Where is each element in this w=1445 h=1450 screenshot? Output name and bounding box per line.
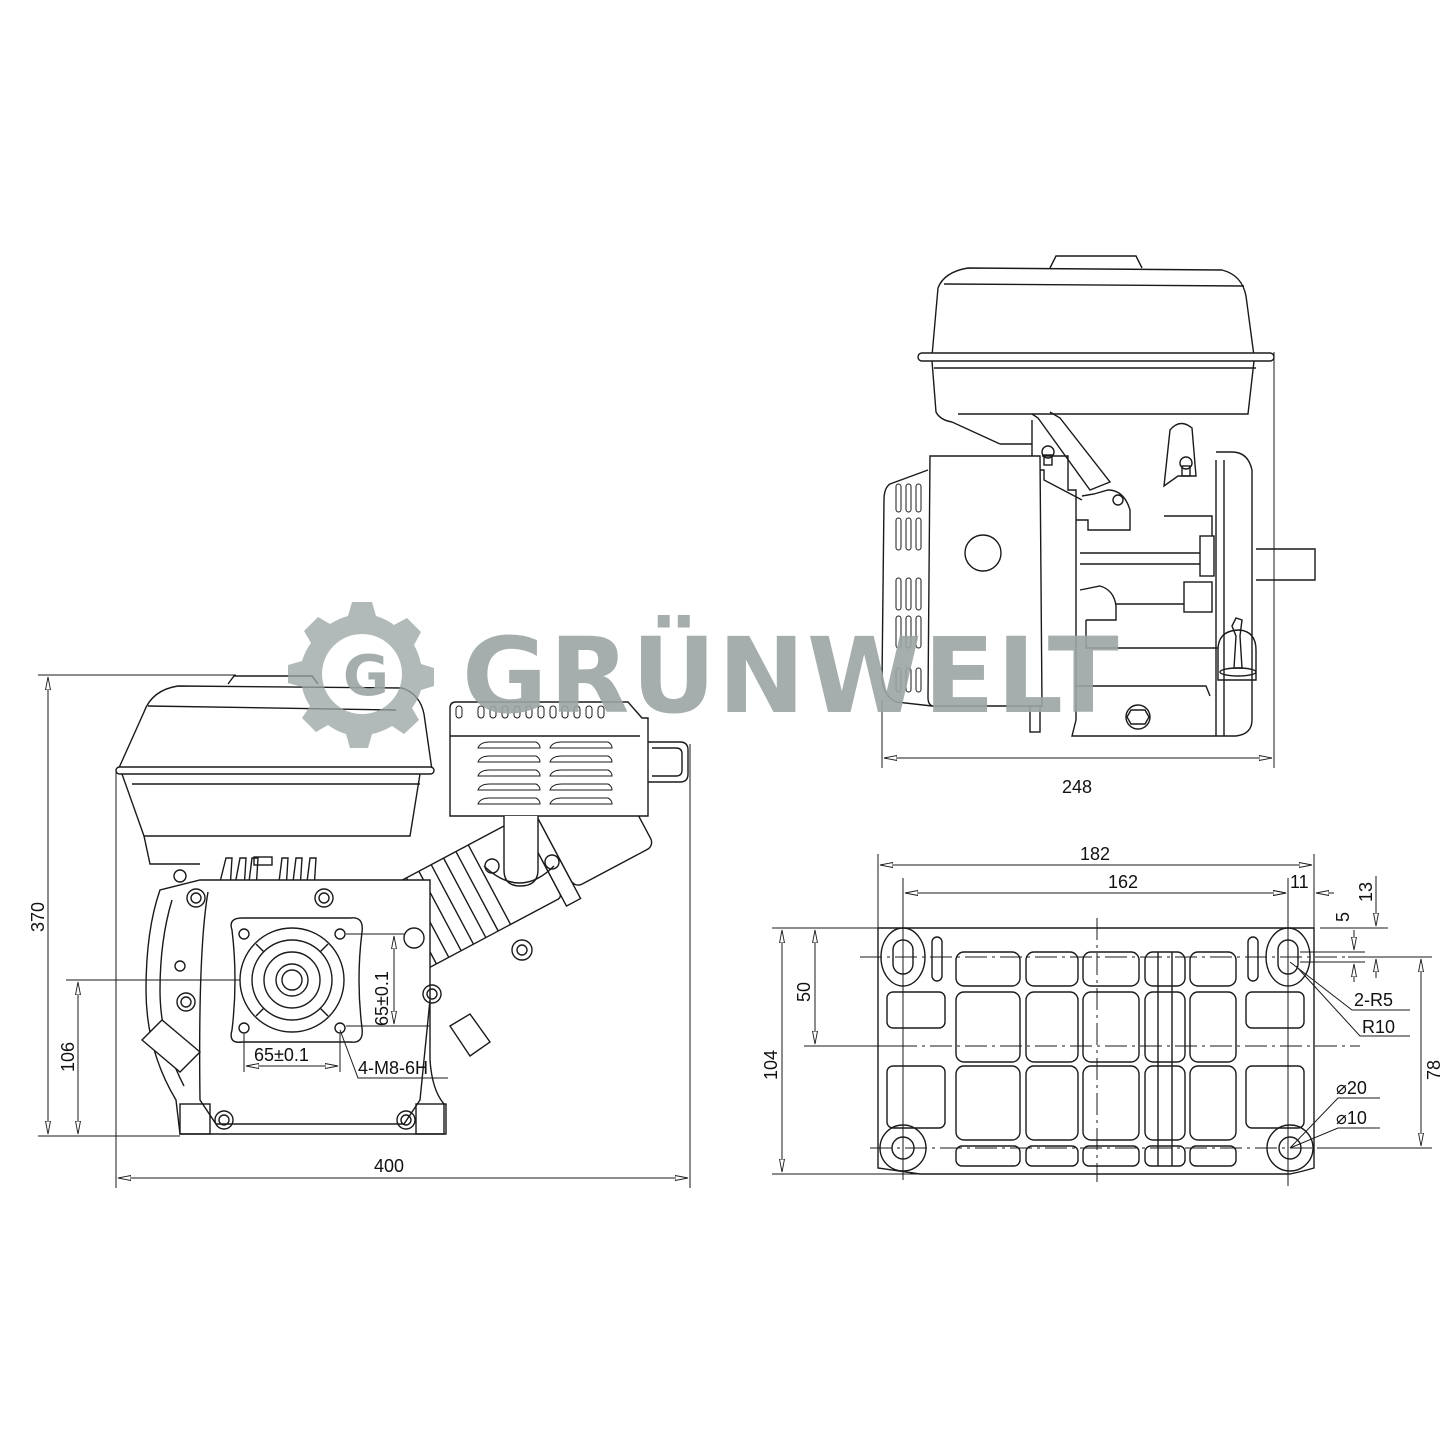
- dim-label-248: 248: [1062, 777, 1092, 797]
- dim-label-r10: R10: [1362, 1017, 1395, 1037]
- dim-label-400: 400: [374, 1156, 404, 1176]
- dim-label-flange-h: 65±0.1: [254, 1045, 309, 1065]
- flange-dimensions: 65±0.1 65±0.1 4-M8-6H: [243, 933, 448, 1079]
- dim-label-2-r5: 2-R5: [1354, 990, 1393, 1010]
- dim-label-106: 106: [58, 1042, 78, 1072]
- dim-label-5: 5: [1333, 912, 1353, 922]
- muffler-slots: [455, 705, 605, 719]
- recoil-starter: [881, 455, 1043, 707]
- crankcase-front: [1029, 451, 1257, 737]
- cooling-fins: [217, 856, 317, 891]
- base-view: 182 162 11 5 13 2-R5 R10 ⌀20 ⌀10: [761, 844, 1444, 1186]
- dim-label-11: 11: [1290, 872, 1309, 892]
- side-fuel-tank: [115, 675, 435, 865]
- dim-label-d20: ⌀20: [1336, 1078, 1367, 1098]
- side-overall-dimensions: 370 106 400: [28, 674, 691, 1188]
- output-shaft: [1256, 548, 1316, 581]
- dimension-248: 248: [881, 352, 1275, 797]
- base-ribs: [886, 951, 1305, 1167]
- dim-label-13: 13: [1356, 882, 1376, 902]
- brand-name: GRÜNWELT: [462, 615, 1121, 737]
- gear-icon: G: [288, 602, 434, 748]
- watermark: G GRÜNWELT: [288, 602, 1121, 748]
- logo-letter: G: [343, 644, 389, 709]
- dim-label-370: 370: [28, 902, 48, 932]
- vent-slots: [895, 483, 922, 693]
- dim-label-50: 50: [794, 982, 814, 1002]
- dim-label-d10: ⌀10: [1336, 1108, 1367, 1128]
- dim-label-flange-v: 65±0.1: [372, 971, 392, 1026]
- side-view: 65±0.1 65±0.1 4-M8-6H 370 106 400: [28, 674, 691, 1188]
- muffler-louvers: [477, 741, 613, 805]
- dim-label-182: 182: [1080, 844, 1110, 864]
- fuel-tank: [917, 255, 1275, 445]
- crankcase-side: [140, 869, 533, 1135]
- muffler: [449, 701, 689, 887]
- dim-label-78: 78: [1424, 1060, 1444, 1080]
- dim-label-162: 162: [1108, 872, 1138, 892]
- tank-brackets: [1031, 411, 1197, 501]
- base-dimensions: 182 162 11 5 13 2-R5 R10 ⌀20 ⌀10: [761, 844, 1444, 1175]
- dim-label-thread: 4-M8-6H: [358, 1058, 428, 1078]
- front-view: 248: [881, 255, 1316, 797]
- base-centerlines: [860, 878, 1360, 1186]
- dim-label-104: 104: [761, 1050, 781, 1080]
